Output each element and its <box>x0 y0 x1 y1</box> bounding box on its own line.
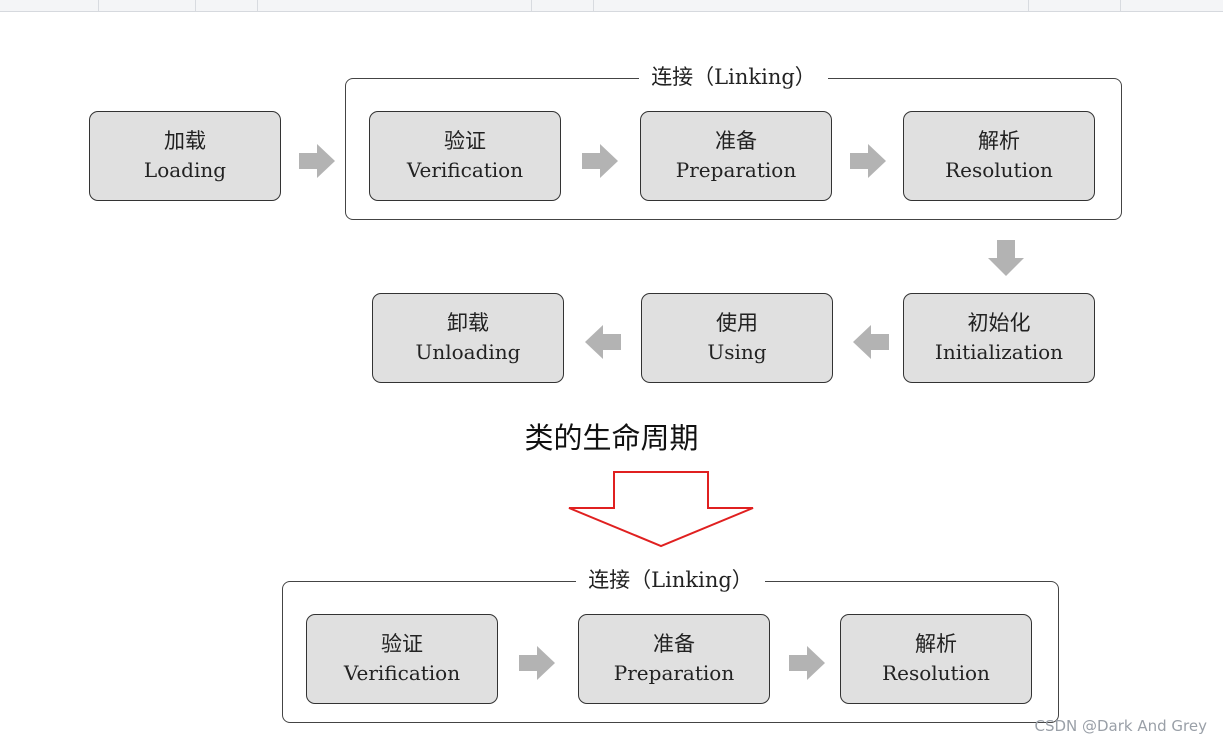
diagram-caption: 类的生命周期 <box>524 421 699 455</box>
stage-verification-en: Verification <box>406 158 524 182</box>
stage-initialization: 初始化 Initialization <box>903 293 1095 383</box>
stage-initialization-zh: 初始化 <box>967 311 1031 335</box>
toolbar-separator <box>1028 0 1029 11</box>
stage-verification: 验证 Verification <box>369 111 561 201</box>
stage-preparation-zh: 准备 <box>715 129 757 153</box>
toolbar-separator <box>593 0 594 11</box>
arrow-down-icon <box>988 240 1024 276</box>
stage-verification-zh: 验证 <box>444 129 486 153</box>
stage-unloading-zh: 卸载 <box>447 311 489 335</box>
arrow-right-icon <box>519 646 555 680</box>
toolbar-separator <box>1120 0 1121 11</box>
arrow-right-icon <box>582 144 618 178</box>
stage-resolution-en: Resolution <box>945 158 1053 182</box>
toolbar-separator <box>98 0 99 11</box>
stage-unloading: 卸载 Unloading <box>372 293 564 383</box>
toolbar-separator <box>531 0 532 11</box>
toolbar-separator <box>195 0 196 11</box>
top-toolbar-strip <box>0 0 1223 12</box>
csdn-watermark: CSDN @Dark And Grey <box>1034 717 1207 735</box>
arrow-right-icon <box>299 144 335 178</box>
detail-preparation-en: Preparation <box>613 661 735 685</box>
stage-using-zh: 使用 <box>716 311 758 335</box>
detail-verification-zh: 验证 <box>381 632 423 656</box>
linking-detail-title: 连接（Linking） <box>283 567 1058 593</box>
detail-preparation-zh: 准备 <box>653 632 695 656</box>
detail-stage-resolution: 解析 Resolution <box>840 614 1032 704</box>
stage-initialization-en: Initialization <box>934 340 1064 364</box>
detail-resolution-en: Resolution <box>882 661 990 685</box>
detail-stage-verification: 验证 Verification <box>306 614 498 704</box>
stage-loading-zh: 加载 <box>164 129 206 153</box>
detail-verification-en: Verification <box>343 661 461 685</box>
stage-loading-en: Loading <box>143 158 227 182</box>
linking-group-title: 连接（Linking） <box>346 64 1121 90</box>
stage-preparation-en: Preparation <box>675 158 797 182</box>
stage-preparation: 准备 Preparation <box>640 111 832 201</box>
arrow-left-icon <box>585 325 621 359</box>
stage-unloading-en: Unloading <box>415 340 521 364</box>
detail-resolution-zh: 解析 <box>915 632 957 656</box>
stage-resolution: 解析 Resolution <box>903 111 1095 201</box>
toolbar-separator <box>257 0 258 11</box>
red-down-arrow-icon <box>565 470 757 552</box>
arrow-right-icon <box>789 646 825 680</box>
stage-using-en: Using <box>707 340 767 364</box>
stage-using: 使用 Using <box>641 293 833 383</box>
stage-loading: 加载 Loading <box>89 111 281 201</box>
stage-resolution-zh: 解析 <box>978 129 1020 153</box>
arrow-right-icon <box>850 144 886 178</box>
arrow-left-icon <box>853 325 889 359</box>
detail-stage-preparation: 准备 Preparation <box>578 614 770 704</box>
